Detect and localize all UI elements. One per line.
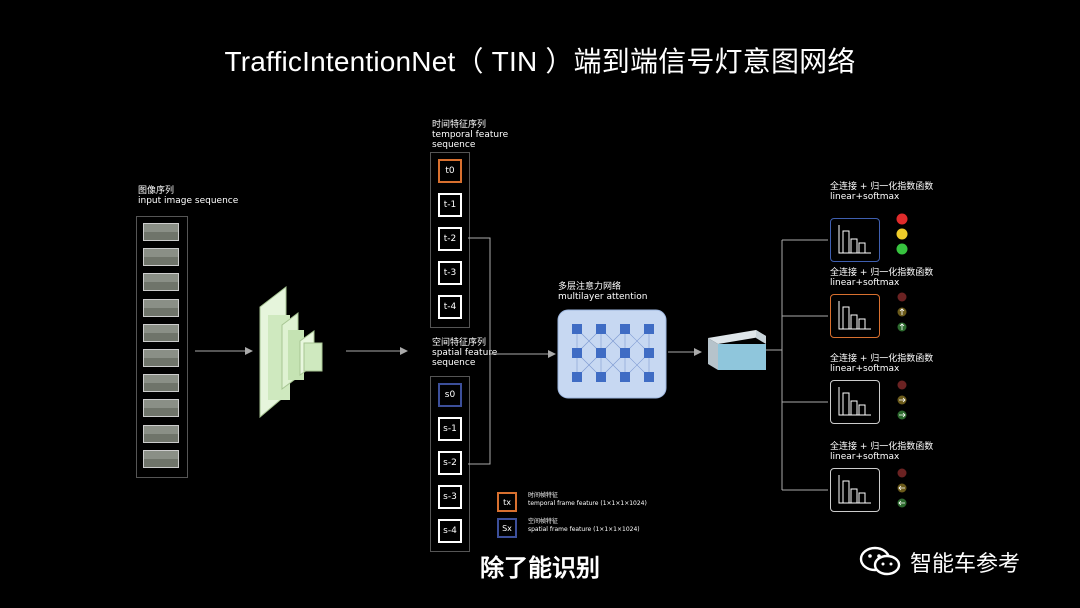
legend-tx-swatch: tx bbox=[497, 492, 517, 512]
legend-sx-label-zh: 空间帧特征 bbox=[528, 518, 559, 525]
input-frame-thumbnail bbox=[143, 248, 179, 267]
head-1-traffic-light-icon bbox=[896, 213, 908, 255]
spatial-box-s0: s0 bbox=[438, 383, 462, 407]
temporal-box-t0: t0 bbox=[438, 159, 462, 183]
input-frame-thumbnail bbox=[143, 273, 179, 292]
head-3-histogram-icon bbox=[830, 380, 880, 424]
spatial-box-s-2: s-2 bbox=[438, 451, 462, 475]
input-frame-thumbnail bbox=[143, 298, 179, 317]
head-4-histogram-icon bbox=[830, 468, 880, 512]
arrow-to-tensor bbox=[668, 348, 702, 356]
spatial-column: s0 s-1 s-2 s-3 s-4 bbox=[430, 376, 470, 552]
head-2-label: 全连接 + 归一化指数函数 linear+softmax bbox=[830, 268, 933, 288]
legend-tx-label-zh: 时间帧特征 bbox=[528, 492, 559, 499]
head-3-label-zh: 全连接 + 归一化指数函数 bbox=[830, 354, 934, 364]
head-2-label-en: linear+softmax bbox=[830, 278, 900, 288]
arrow-to-cnn bbox=[195, 347, 253, 355]
head-1-label: 全连接 + 归一化指数函数 linear+softmax bbox=[830, 182, 933, 202]
temporal-label: 时间特征序列 temporal feature sequence bbox=[432, 120, 508, 150]
input-frame-thumbnail bbox=[143, 323, 179, 342]
head-connectors bbox=[766, 239, 828, 491]
head-1-label-en: linear+softmax bbox=[830, 192, 900, 202]
input-sequence-label-zh: 图像序列 bbox=[138, 186, 175, 196]
attention-label: 多层注意力网络 multilayer attention bbox=[558, 282, 648, 302]
input-frame-thumbnail bbox=[143, 374, 179, 393]
video-subtitle: 除了能识别 bbox=[480, 555, 600, 582]
head-4-label: 全连接 + 归一化指数函数 linear+softmax bbox=[830, 442, 933, 462]
spatial-label-zh: 空间特征序列 bbox=[432, 338, 487, 348]
input-frame-thumbnail bbox=[143, 399, 179, 418]
temporal-box-t-3: t-3 bbox=[438, 261, 462, 285]
head-1-label-zh: 全连接 + 归一化指数函数 bbox=[830, 182, 934, 192]
head-2-histogram-icon bbox=[830, 294, 880, 338]
input-frame-thumbnail bbox=[143, 449, 179, 468]
wechat-icon bbox=[859, 546, 901, 576]
temporal-label-en2: sequence bbox=[432, 140, 476, 150]
legend-tx-label: 时间帧特征 temporal frame feature (1×1×1×1024… bbox=[528, 492, 647, 508]
legend-sx-label-en: spatial frame feature (1×1×1×1024) bbox=[528, 526, 640, 533]
spatial-box-s-4: s-4 bbox=[438, 519, 462, 543]
spatial-label: 空间特征序列 spatial feature sequence bbox=[432, 338, 497, 368]
head-3-arrow-light-icon bbox=[897, 380, 907, 420]
temporal-column: t0 t-1 t-2 t-3 t-4 bbox=[430, 152, 470, 328]
input-sequence-label: 图像序列 input image sequence bbox=[138, 186, 238, 206]
legend-sx-swatch: Sx bbox=[497, 518, 517, 538]
spatial-box-s-1: s-1 bbox=[438, 417, 462, 441]
input-frame-thumbnail bbox=[143, 424, 179, 443]
arrow-to-features bbox=[346, 347, 408, 355]
head-3-label: 全连接 + 归一化指数函数 linear+softmax bbox=[830, 354, 933, 374]
head-1-histogram-icon bbox=[830, 218, 880, 262]
legend-sx-label: 空间帧特征 spatial frame feature (1×1×1×1024) bbox=[528, 518, 640, 534]
temporal-label-zh: 时间特征序列 bbox=[432, 120, 487, 130]
attention-block bbox=[557, 309, 667, 399]
input-frame-thumbnail bbox=[143, 349, 179, 367]
feature-tensor-block bbox=[708, 330, 766, 370]
temporal-box-t-2: t-2 bbox=[438, 227, 462, 251]
legend-tx-label-en: temporal frame feature (1×1×1×1024) bbox=[528, 500, 647, 507]
spatial-box-s-3: s-3 bbox=[438, 485, 462, 509]
head-4-label-zh: 全连接 + 归一化指数函数 bbox=[830, 442, 934, 452]
diagram-title: TrafficIntentionNet（ TIN ）端到端信号灯意图网络 bbox=[224, 46, 856, 77]
attention-label-zh: 多层注意力网络 bbox=[558, 282, 622, 292]
spatial-label-en1: spatial feature bbox=[432, 348, 498, 358]
head-4-label-en: linear+softmax bbox=[830, 452, 900, 462]
cnn-block bbox=[259, 285, 323, 419]
feature-connectors bbox=[468, 237, 556, 465]
input-frame-thumbnail bbox=[143, 223, 179, 241]
head-2-arrow-light-icon bbox=[897, 292, 907, 332]
spatial-label-en2: sequence bbox=[432, 358, 476, 368]
temporal-box-t-4: t-4 bbox=[438, 295, 462, 319]
head-2-label-zh: 全连接 + 归一化指数函数 bbox=[830, 268, 934, 278]
head-3-label-en: linear+softmax bbox=[830, 364, 900, 374]
head-4-arrow-light-icon bbox=[897, 468, 907, 508]
watermark-text: 智能车参考 bbox=[910, 551, 1021, 576]
input-sequence-label-en: input image sequence bbox=[138, 196, 239, 206]
temporal-box-t-1: t-1 bbox=[438, 193, 462, 217]
attention-label-en: multilayer attention bbox=[558, 292, 648, 302]
input-image-strip bbox=[136, 216, 188, 478]
temporal-label-en1: temporal feature bbox=[432, 130, 509, 140]
